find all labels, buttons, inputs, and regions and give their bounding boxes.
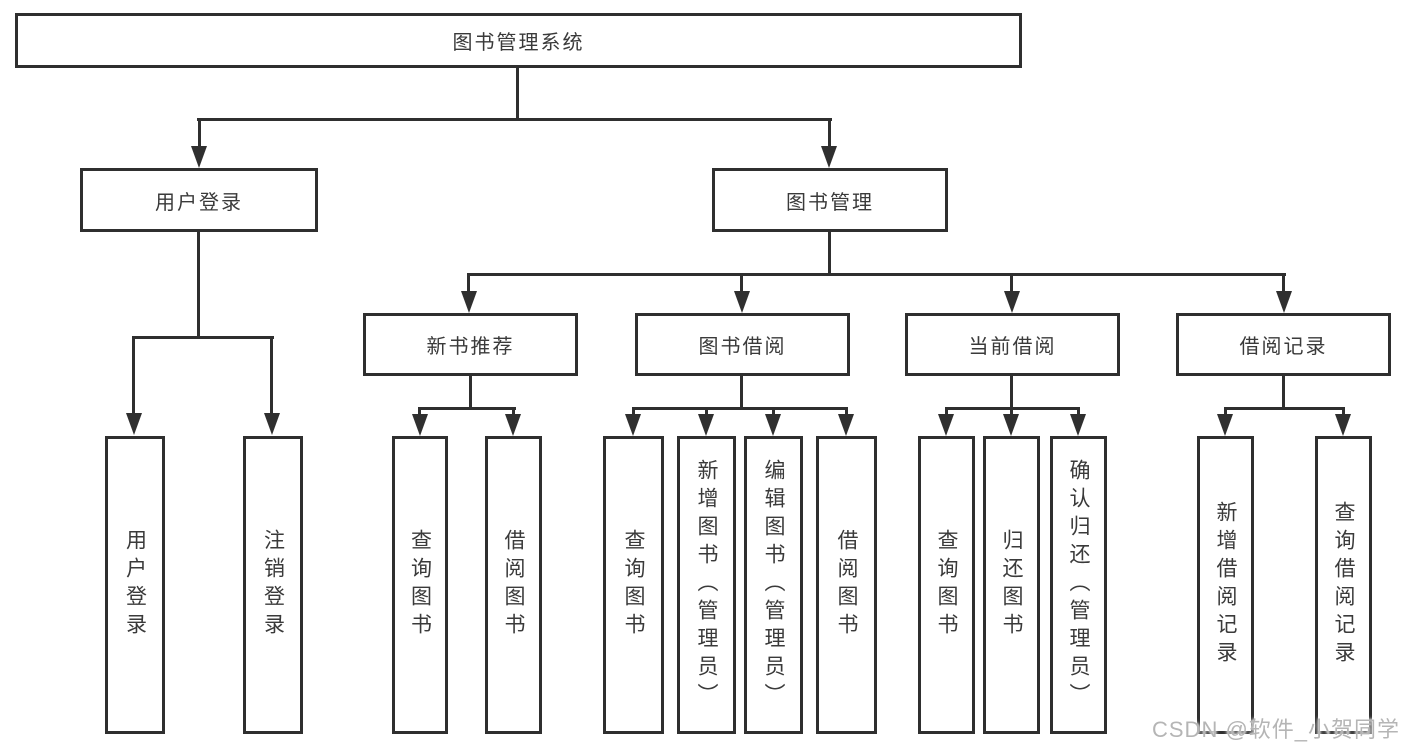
connector-leaf-drop xyxy=(632,407,635,416)
arrow-down-icon xyxy=(625,414,641,436)
arrow-down-icon xyxy=(734,291,750,313)
arrow-down-icon xyxy=(1003,414,1019,436)
node-borrow-books-action: 借阅图书 xyxy=(816,436,877,734)
connector-level3-rail xyxy=(467,273,1286,276)
connector-new-book-stem xyxy=(469,376,472,407)
connector-book-management-stem xyxy=(828,232,831,273)
node-label: 用户登录 xyxy=(155,191,243,214)
node-label: 确认归还（管理员） xyxy=(1067,459,1090,711)
arrow-down-icon xyxy=(1004,291,1020,313)
connector-user-login-drop xyxy=(198,118,201,148)
arrow-down-icon xyxy=(1217,414,1233,436)
node-add-borrow-record: 新增借阅记录 xyxy=(1197,436,1254,734)
node-query-borrow-record: 查询借阅记录 xyxy=(1315,436,1372,734)
node-label: 查询图书 xyxy=(622,529,645,641)
connector-user-login-rail xyxy=(132,336,274,339)
connector-leaf-drop xyxy=(772,407,775,416)
arrow-down-icon xyxy=(838,414,854,436)
node-label: 当前借阅 xyxy=(968,336,1057,358)
node-query-books-recommend: 查询图书 xyxy=(392,436,448,734)
connector-leaf-drop xyxy=(1010,407,1013,416)
node-label: 新增借阅记录 xyxy=(1214,501,1237,669)
node-borrow-books-recommend: 借阅图书 xyxy=(485,436,542,734)
node-new-book-recommendation: 新书推荐 xyxy=(363,313,578,376)
node-label: 注销登录 xyxy=(261,529,285,641)
connector-leaf-drop xyxy=(1224,407,1227,416)
node-logout: 注销登录 xyxy=(243,436,303,734)
node-label: 查询借阅记录 xyxy=(1332,501,1355,669)
connector-user-login-stem xyxy=(197,232,200,336)
connector-leaf-drop xyxy=(1077,407,1080,416)
node-label: 查询图书 xyxy=(935,529,958,641)
node-label: 编辑图书（管理员） xyxy=(762,459,785,711)
arrow-down-icon xyxy=(264,413,280,435)
node-add-books-admin: 新增图书（管理员） xyxy=(677,436,736,734)
node-query-books-current: 查询图书 xyxy=(918,436,975,734)
node-user-login: 用户登录 xyxy=(80,168,318,232)
connector-book-borrow-drop xyxy=(740,273,743,293)
node-label: 借阅记录 xyxy=(1239,336,1328,358)
node-borrowing-records: 借阅记录 xyxy=(1176,313,1391,376)
connector-borrow-records-drop xyxy=(1282,273,1285,293)
connector-book-borrow-rail xyxy=(632,407,848,410)
node-user-login-action: 用户登录 xyxy=(105,436,165,734)
connector-leaf-drop xyxy=(1342,407,1345,416)
arrow-down-icon xyxy=(461,291,477,313)
node-label: 图书管理 xyxy=(786,191,874,214)
node-label: 借阅图书 xyxy=(502,529,525,641)
arrow-down-icon xyxy=(821,146,837,168)
node-label: 新书推荐 xyxy=(426,336,515,358)
arrow-down-icon xyxy=(765,414,781,436)
node-label: 图书管理系统 xyxy=(452,32,585,54)
connector-current-borrow-drop xyxy=(1010,273,1013,293)
csdn-watermark: CSDN @软件_小贺同学 xyxy=(1152,717,1401,742)
node-label: 图书借阅 xyxy=(698,336,787,358)
connector-user-login-leaf1-drop xyxy=(132,336,135,415)
arrow-down-icon xyxy=(1335,414,1351,436)
node-label: 查询图书 xyxy=(408,529,432,641)
connector-book-borrow-stem xyxy=(740,376,743,407)
connector-borrow-records-stem xyxy=(1282,376,1285,407)
connector-leaf-drop xyxy=(512,407,515,416)
node-label: 借阅图书 xyxy=(835,529,858,641)
arrow-down-icon xyxy=(412,414,428,436)
node-current-borrowing: 当前借阅 xyxy=(905,313,1120,376)
node-library-management-system: 图书管理系统 xyxy=(15,13,1022,68)
node-book-management: 图书管理 xyxy=(712,168,948,232)
node-label: 用户登录 xyxy=(123,529,147,641)
connector-current-borrow-stem xyxy=(1010,376,1013,407)
node-label: 归还图书 xyxy=(1000,529,1023,641)
connector-leaf-drop xyxy=(845,407,848,416)
connector-level2-rail xyxy=(197,118,832,121)
arrow-down-icon xyxy=(191,146,207,168)
connector-user-login-leaf2-drop xyxy=(270,336,273,415)
connector-leaf-drop xyxy=(418,407,421,416)
connector-borrow-records-rail xyxy=(1224,407,1345,410)
node-label: 新增图书（管理员） xyxy=(695,459,718,711)
arrow-down-icon xyxy=(126,413,142,435)
connector-book-management-drop xyxy=(828,118,831,148)
node-edit-books-admin: 编辑图书（管理员） xyxy=(744,436,803,734)
connector-leaf-drop xyxy=(705,407,708,416)
connector-new-book-drop xyxy=(467,273,470,293)
arrow-down-icon xyxy=(938,414,954,436)
node-return-books: 归还图书 xyxy=(983,436,1040,734)
arrow-down-icon xyxy=(505,414,521,436)
connector-new-book-rail xyxy=(418,407,516,410)
node-book-borrowing: 图书借阅 xyxy=(635,313,850,376)
connector-leaf-drop xyxy=(945,407,948,416)
node-confirm-return-admin: 确认归还（管理员） xyxy=(1050,436,1107,734)
arrow-down-icon xyxy=(1070,414,1086,436)
node-query-books-borrow: 查询图书 xyxy=(603,436,664,734)
arrow-down-icon xyxy=(1276,291,1292,313)
connector-root-stem xyxy=(516,68,519,118)
arrow-down-icon xyxy=(698,414,714,436)
